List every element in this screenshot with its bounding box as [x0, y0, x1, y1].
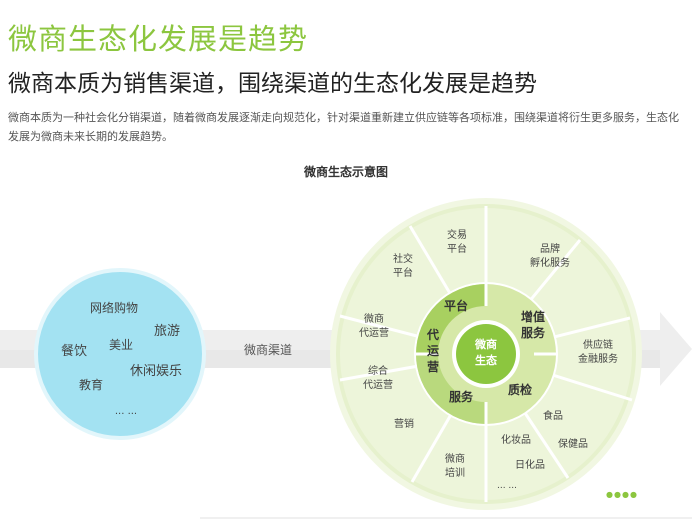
- inner-label-service: 服务: [449, 389, 474, 404]
- outer-label-social-2: 平台: [393, 266, 413, 279]
- outer-label-general-agency-1: 综合: [368, 364, 388, 377]
- diagram-title: 微商生态示意图: [303, 165, 388, 179]
- page-title: 微商生态化发展是趋势: [8, 22, 309, 56]
- scene-leisure: 休闲娱乐: [130, 364, 182, 379]
- outer-label-more: ... ...: [497, 481, 517, 491]
- inner-label-value-added-2: 服务: [521, 325, 546, 340]
- scene-online-shopping: 网络购物: [90, 300, 138, 315]
- core-label-line1: 微商: [474, 337, 497, 351]
- outer-label-trade-1: 交易: [447, 228, 467, 241]
- channel-label: 微商渠道: [244, 342, 292, 357]
- inner-label-agency-3: 营: [427, 359, 439, 374]
- scene-beauty: 美业: [109, 338, 133, 352]
- scene-dining: 餐饮: [61, 343, 87, 359]
- scene-more: ... ...: [115, 406, 137, 417]
- outer-label-training-1: 微商: [445, 452, 465, 465]
- page-subtitle: 微商本质为销售渠道，围绕渠道的生态化发展是趋势: [8, 71, 537, 97]
- outer-label-supply-1: 供应链: [583, 338, 613, 351]
- core-label-line2: 生态: [475, 353, 497, 367]
- inner-ring-highlight-2: [416, 354, 486, 424]
- core-circle: [456, 324, 516, 384]
- inner-label-value-added-1: 增值: [521, 309, 545, 324]
- more-dots: ●●●●: [606, 490, 638, 499]
- outer-label-brand-1: 品牌: [540, 242, 560, 255]
- inner-ring-dividers: [416, 284, 556, 424]
- inner-label-quality: 质检: [508, 382, 532, 397]
- outer-label-training-2: 培训: [445, 466, 465, 479]
- outer-label-brand-2: 孵化服务: [530, 256, 570, 269]
- outer-label-cosmetics: 化妆品: [501, 433, 531, 446]
- outer-label-general-agency-2: 代运营: [363, 378, 393, 391]
- outer-label-trade-2: 平台: [447, 242, 467, 255]
- outer-label-food: 食品: [543, 409, 563, 422]
- outer-label-wechat-agency-2: 代运营: [359, 326, 389, 339]
- outer-label-health: 保健品: [558, 437, 588, 450]
- outer-label-marketing: 营销: [394, 417, 414, 430]
- outer-label-social-1: 社交: [393, 252, 413, 265]
- inner-ring-highlight: [416, 284, 486, 354]
- outer-label-daily: 日化品: [515, 458, 545, 471]
- consumer-scenes-circle: [34, 268, 206, 440]
- inner-label-agency-1: 代: [426, 327, 439, 342]
- scene-education: 教育: [79, 377, 103, 392]
- page-description: 微商本质为一种社会化分销渠道，随着微商发展逐渐走向规范化，针对渠道重新建立供应链…: [8, 111, 679, 143]
- scene-travel: 旅游: [154, 324, 180, 339]
- inner-label-platform: 平台: [444, 298, 468, 313]
- outer-label-wechat-agency-1: 微商: [364, 312, 384, 325]
- outer-label-supply-2: 金融服务: [578, 352, 618, 365]
- inner-label-agency-2: 运: [427, 344, 439, 358]
